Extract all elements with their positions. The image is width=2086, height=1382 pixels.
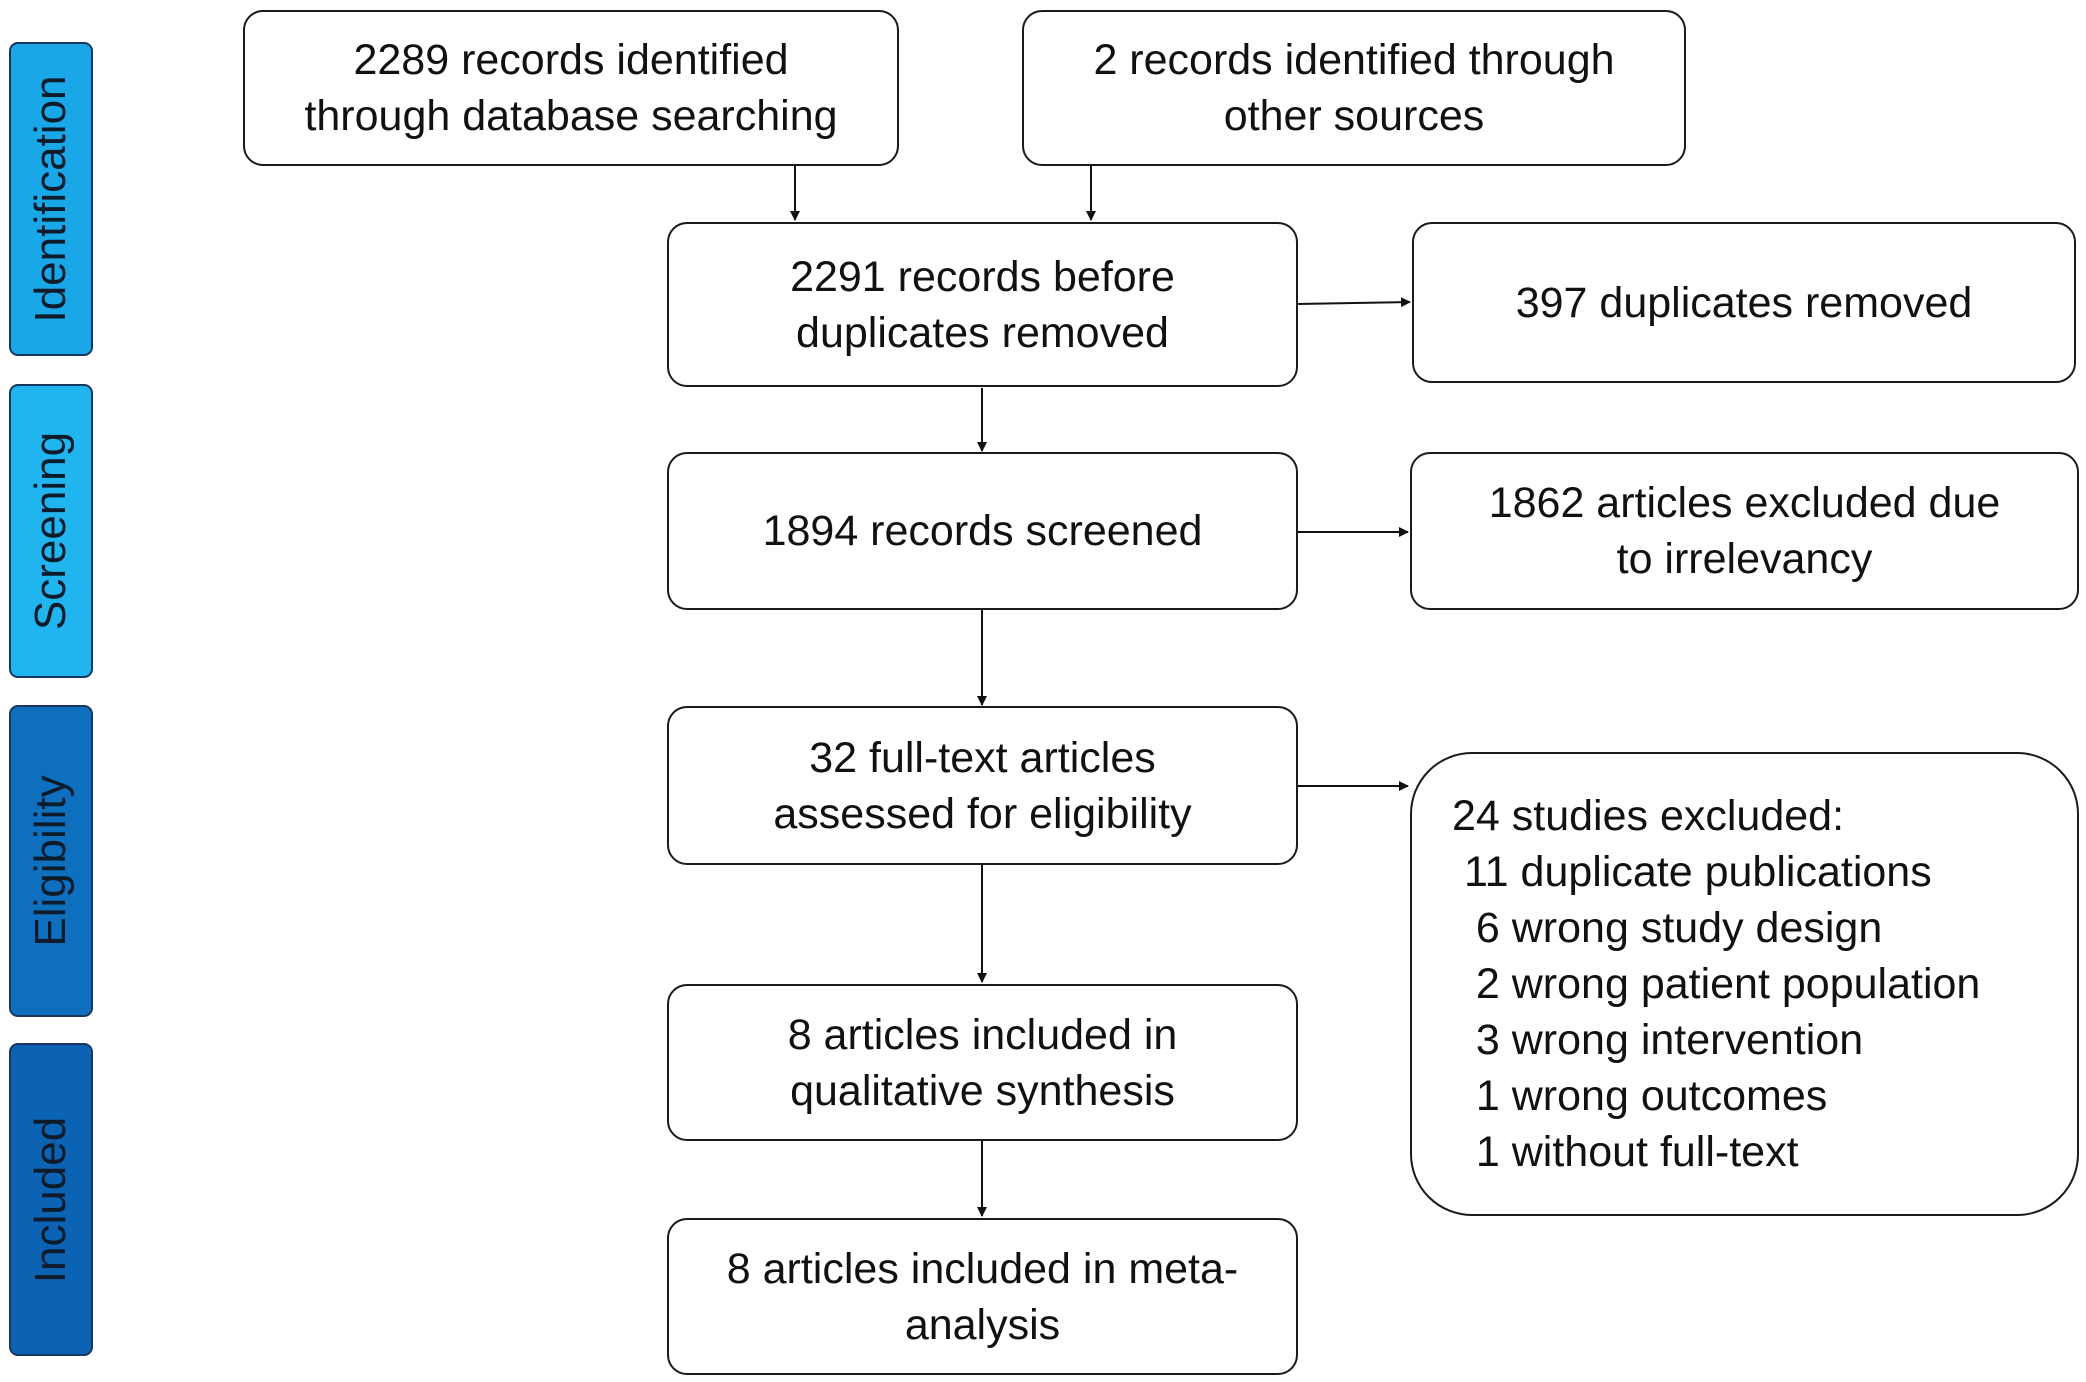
excluded-title: 24 studies excluded:	[1452, 792, 1845, 840]
arrow-merge-to-duplicates	[1296, 297, 1411, 308]
excluded-item: 11 duplicate publications	[1452, 848, 1932, 896]
box-fulltext-assessed: 32 full-text articles assessed for eligi…	[667, 706, 1298, 865]
box-records-screened: 1894 records screened	[667, 452, 1298, 610]
box-excluded-irrelevancy: 1862 articles excluded due to irrelevanc…	[1410, 452, 2079, 610]
box-database-records: 2289 records identified through database…	[243, 10, 899, 166]
phase-screening: Screening	[9, 384, 93, 678]
box-before-duplicates: 2291 records before duplicates removed	[667, 222, 1298, 387]
box-qualitative-synthesis: 8 articles included in qualitative synth…	[667, 984, 1298, 1141]
excluded-item: 6 wrong study design	[1452, 904, 1883, 952]
phase-eligibility: Eligibility	[9, 705, 93, 1017]
box-duplicates-removed: 397 duplicates removed	[1412, 222, 2076, 383]
excluded-item: 3 wrong intervention	[1452, 1016, 1864, 1064]
phase-included: Included	[9, 1043, 93, 1356]
box-other-sources: 2 records identified through other sourc…	[1022, 10, 1686, 166]
box-meta-analysis: 8 articles included in meta- analysis	[667, 1218, 1298, 1375]
excluded-item: 2 wrong patient population	[1452, 960, 1981, 1008]
excluded-item: 1 wrong outcomes	[1452, 1072, 1828, 1120]
excluded-list: 24 studies excluded: 11 duplicate public…	[1412, 788, 1980, 1180]
excluded-item: 1 without full-text	[1452, 1128, 1799, 1176]
phase-identification: Identification	[9, 42, 93, 356]
box-studies-excluded: 24 studies excluded: 11 duplicate public…	[1410, 752, 2079, 1216]
